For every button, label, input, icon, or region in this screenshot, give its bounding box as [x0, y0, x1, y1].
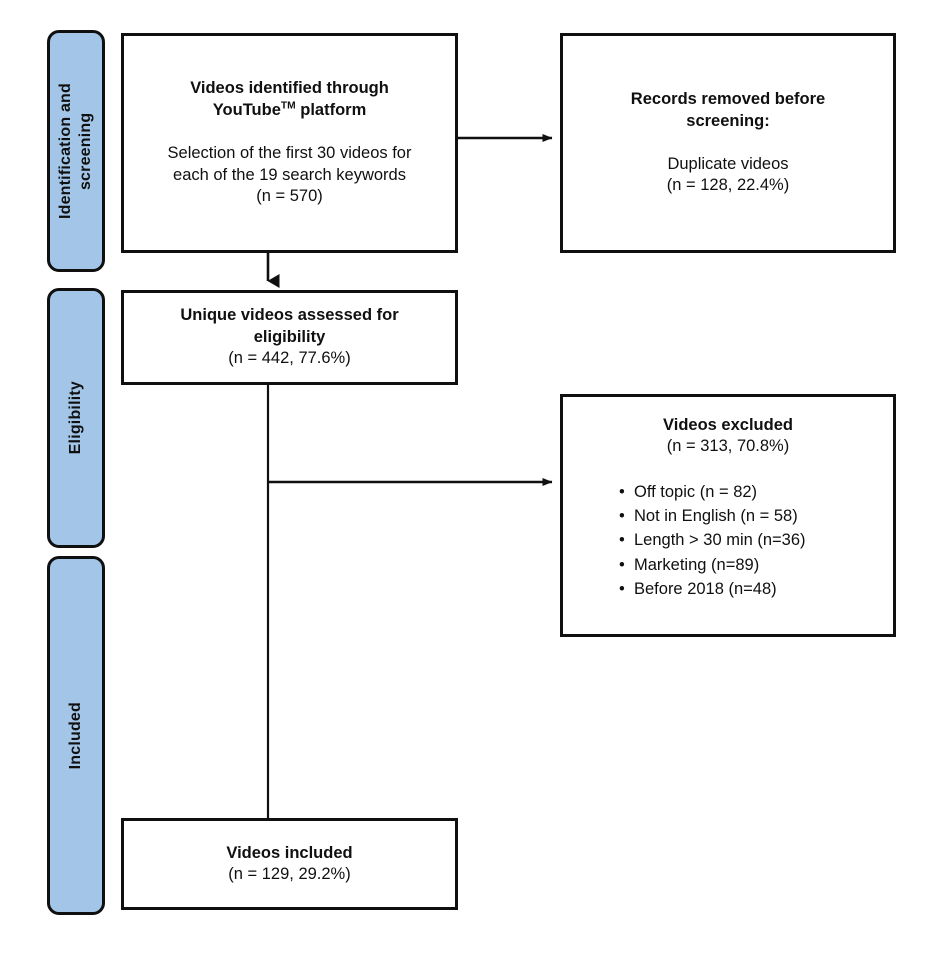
stage-label-text: Identification and screening [57, 82, 94, 220]
box-title-line-2: screening: [686, 111, 770, 130]
list-item: Length > 30 min (n=36) [619, 528, 806, 553]
stage-label-text: Eligibility [67, 381, 84, 455]
box-content: Videos identified through YouTubeTM plat… [134, 78, 445, 207]
box-records-removed: Records removed before screening: Duplic… [560, 33, 896, 253]
box-title-line-1: Unique videos assessed for [180, 306, 399, 325]
youtube-label: YouTube [212, 100, 281, 119]
box-title-line-1: Videos excluded [663, 416, 793, 434]
list-item: Off topic (n = 82) [619, 480, 806, 505]
list-item: Marketing (n=89) [619, 553, 806, 578]
box-sub-line-2: each of the 19 search keywords [173, 165, 406, 184]
list-item: Before 2018 (n=48) [619, 577, 806, 602]
box-title-line-1: Videos included [226, 843, 353, 862]
box-content: Videos excluded (n = 313, 70.8%) [573, 415, 883, 458]
box-videos-assessed: Unique videos assessed for eligibility (… [121, 290, 458, 385]
box-videos-excluded: Videos excluded (n = 313, 70.8%) Off top… [560, 394, 896, 637]
platform-label: platform [295, 100, 367, 119]
box-sub-line-1: (n = 129, 29.2%) [228, 865, 351, 883]
stage-label-identification-screening: Identification and screening [47, 30, 105, 272]
box-sub-line-1: (n = 442, 77.6%) [228, 349, 351, 368]
box-sub-line-1: Duplicate videos [667, 155, 789, 173]
box-videos-included: Videos included (n = 129, 29.2%) [121, 818, 458, 910]
box-content: Unique videos assessed for eligibility (… [134, 305, 445, 369]
box-title-line-1: Records removed before [630, 90, 826, 109]
stage-label-text: Included [67, 701, 84, 770]
stage-label-eligibility: Eligibility [47, 288, 105, 548]
spacer [134, 121, 445, 143]
box-title-line-2: eligibility [253, 327, 326, 346]
trademark-symbol: TM [280, 100, 296, 112]
list-item: Not in English (n = 58) [619, 504, 806, 529]
box-content: Videos included (n = 129, 29.2%) [134, 843, 445, 886]
box-sub-line-2: (n = 128, 22.4%) [666, 176, 790, 195]
box-title-line-1: Videos identified through [190, 79, 389, 98]
box-title-line-2: YouTubeTM platform [134, 100, 445, 121]
box-sub-line-1: (n = 313, 70.8%) [666, 437, 790, 456]
box-videos-identified: Videos identified through YouTubeTM plat… [121, 33, 458, 253]
box-sub-line-3: (n = 570) [256, 187, 323, 206]
box-sub-line-1: Selection of the first 30 videos for [167, 144, 412, 163]
exclusion-reason-list: Off topic (n = 82) Not in English (n = 5… [619, 480, 806, 602]
spacer [573, 132, 883, 154]
box-content: Records removed before screening: Duplic… [573, 89, 883, 197]
stage-label-included: Included [47, 556, 105, 915]
